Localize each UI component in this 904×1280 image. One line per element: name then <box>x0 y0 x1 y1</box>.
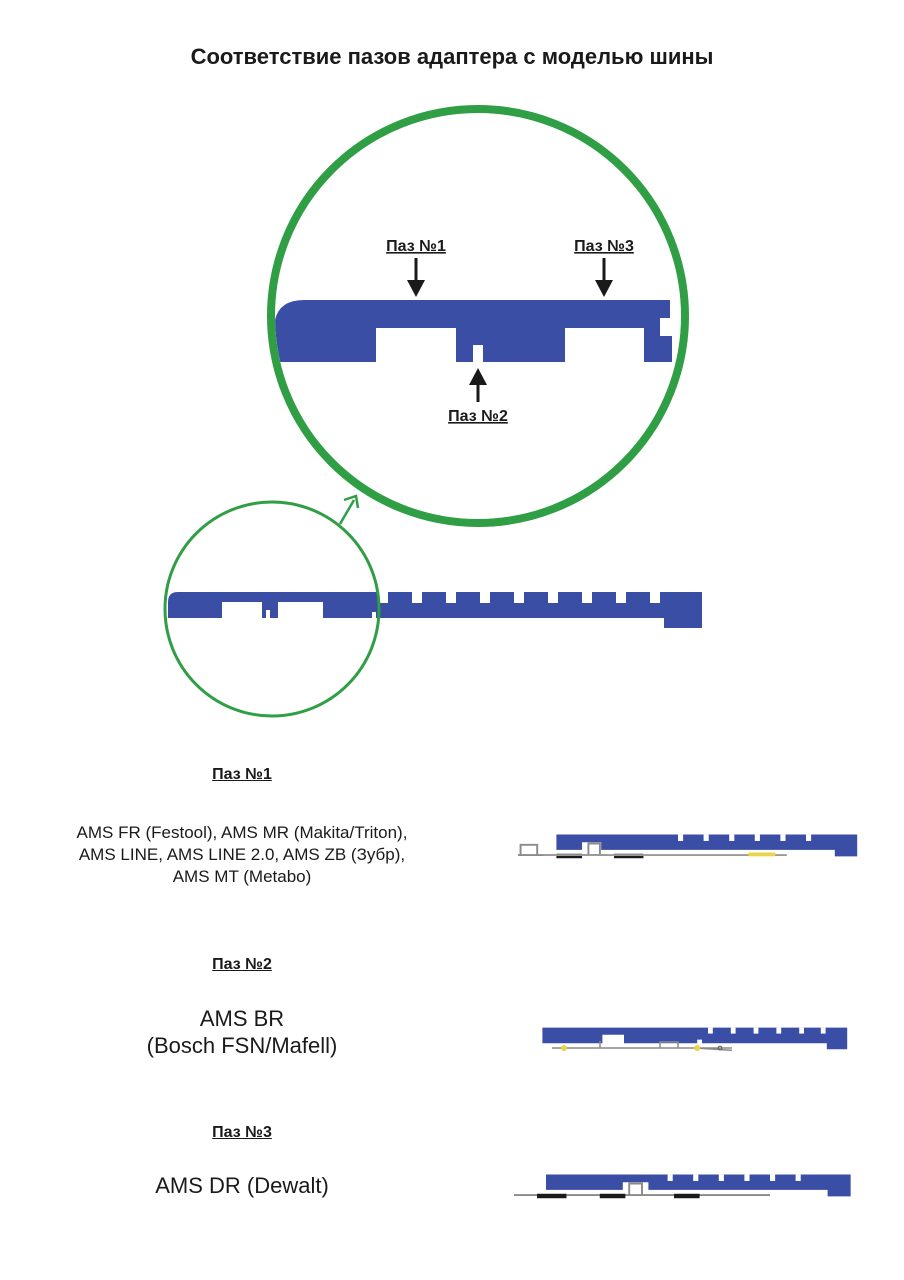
section3-line: AMS DR (Dewalt) <box>155 1173 329 1198</box>
full-profile-teeth <box>378 592 660 603</box>
groove1-label: Паз №1 <box>386 238 446 255</box>
section1-text: AMS FR (Festool), AMS MR (Makita/Triton)… <box>0 822 484 888</box>
rail-diagram-2 <box>542 1027 848 1052</box>
section1-heading: Паз №1 <box>212 766 272 783</box>
zoom-circle <box>267 105 689 527</box>
section1-line: AMS LINE, AMS LINE 2.0, AMS ZB (Зубр), <box>78 845 406 864</box>
section1-line: AMS FR (Festool), AMS MR (Makita/Triton)… <box>76 823 408 842</box>
section3-text: AMS DR (Dewalt) <box>0 1172 484 1199</box>
section2-line: AMS BR <box>199 1006 285 1031</box>
section3-heading: Паз №3 <box>212 1124 272 1141</box>
groove2-label: Паз №2 <box>448 408 508 425</box>
groove3-arrow <box>595 258 613 297</box>
rail-diagram-1 <box>518 834 858 859</box>
groove2-arrow <box>469 368 487 402</box>
section2-text: AMS BR (Bosch FSN/Mafell) <box>0 1005 484 1059</box>
zoomed-profile <box>275 300 672 362</box>
section2-heading: Паз №2 <box>212 956 272 973</box>
zoom-arrow <box>338 494 360 525</box>
full-profile <box>168 592 702 628</box>
section1-line: AMS MT (Metabo) <box>172 867 312 886</box>
section2-line: (Bosch FSN/Mafell) <box>146 1033 338 1058</box>
page-title: Соответствие пазов адаптера с моделью ши… <box>190 44 714 69</box>
groove3-label: Паз №3 <box>574 238 634 255</box>
rail-diagram-3 <box>514 1174 851 1199</box>
groove1-arrow <box>407 258 425 297</box>
detail-circle <box>163 500 381 718</box>
